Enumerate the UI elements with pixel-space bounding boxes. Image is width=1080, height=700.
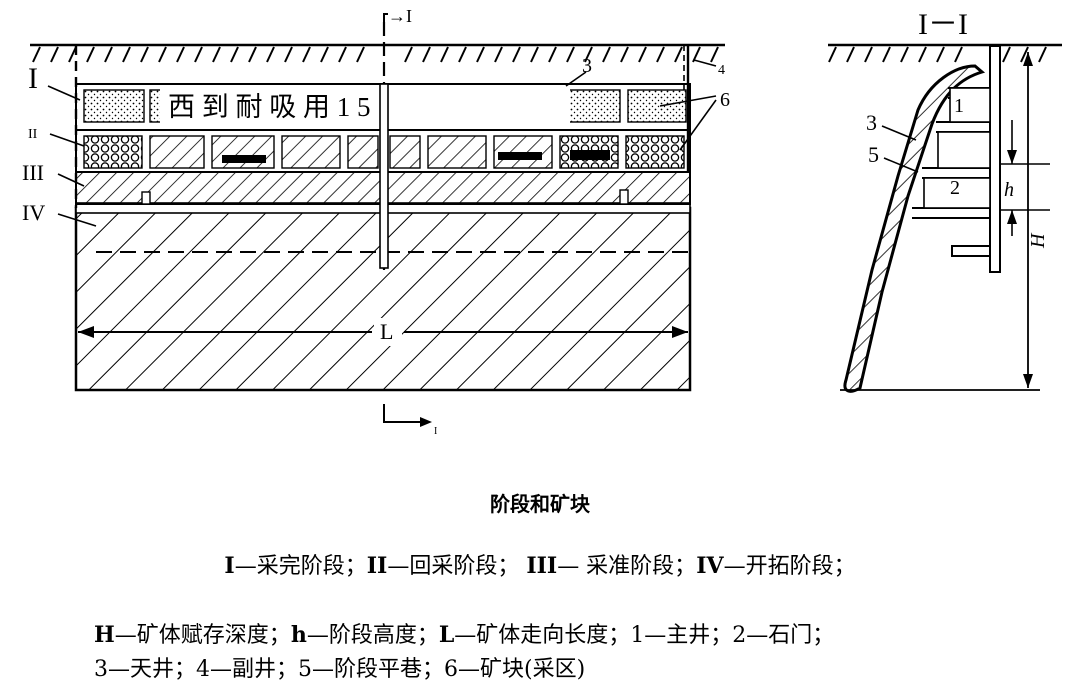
stage-label-ii: II	[28, 127, 38, 142]
callout-left-3: 3	[582, 55, 592, 77]
depth-label: H	[1027, 232, 1049, 249]
legend-line-2: H—矿体赋存深度；h—阶段高度；L—矿体走向长度；1—主井；2—石门；	[94, 618, 834, 653]
section-mark-bottom: I	[434, 426, 437, 437]
legend-item-stage-ii: II—回采阶段；	[366, 553, 527, 579]
stage-label-iii: III	[22, 160, 44, 185]
overlay-text-box	[160, 86, 570, 126]
longitudinal-view: 西 到 耐 吸 用 1 5 →I I L I II III IV	[22, 6, 730, 437]
legend-line-3: 3—天井；4—副井；5—阶段平巷；6—矿块(采区)	[94, 657, 586, 682]
level-height-label: h	[1004, 179, 1014, 201]
callout-right-1: 1	[954, 95, 964, 117]
stage-iii-drift-left	[141, 191, 151, 205]
legend-line-1: I—采完阶段；II—回采阶段； III— 采准阶段；IV—开拓阶段；	[0, 548, 1080, 580]
callout-left-6: 6	[720, 89, 730, 111]
legend-block: H—矿体赋存深度；h—阶段高度；L—矿体走向长度；1—主井；2—石门； 3—天井…	[94, 618, 834, 687]
ground-surface-ticks	[32, 46, 719, 63]
cross-section-view: I－I	[828, 8, 1062, 393]
legend-item-stage-iv: IV—开拓阶段；	[696, 553, 856, 579]
legend-item-level-height: h—阶段高度；	[290, 622, 439, 648]
legend-item-strike-length: L—矿体走向长度；	[438, 622, 631, 648]
length-label: L	[380, 319, 393, 344]
section-mark-bottom-arrow	[383, 404, 420, 423]
callout-right-2: 2	[950, 177, 960, 199]
main-shaft	[989, 45, 1001, 273]
callout-right-5: 5	[868, 142, 879, 167]
stage-label-iv: IV	[22, 200, 45, 225]
section-mark-bottom-arrowhead	[420, 417, 432, 427]
legend-item-shafts: 1—主井；2—石门；	[630, 623, 835, 648]
section-mark-top-bracket	[383, 13, 388, 28]
callout-left-4: 4	[718, 63, 725, 78]
legend-item-stage-iii: III— 采准阶段；	[526, 553, 697, 579]
legend-item-depth: H—矿体赋存深度；	[94, 622, 291, 648]
legend-item-stage-i: I—采完阶段；	[224, 553, 367, 579]
length-arrow-right	[672, 326, 688, 338]
mining-stage-diagram: 西 到 耐 吸 用 1 5 →I I L I II III IV	[22, 6, 1062, 437]
overlay-text: 西 到 耐 吸 用 1 5	[168, 92, 371, 122]
stage-label-i: I	[28, 62, 38, 95]
stage-iii-drift-right	[619, 189, 629, 205]
callout-right-3: 3	[866, 110, 877, 135]
length-arrow-left	[78, 326, 94, 338]
figure-title: 阶段和矿块	[490, 492, 590, 516]
section-title: I－I	[918, 8, 968, 41]
center-shaft	[379, 83, 389, 269]
section-mark-top: →I	[388, 6, 412, 26]
